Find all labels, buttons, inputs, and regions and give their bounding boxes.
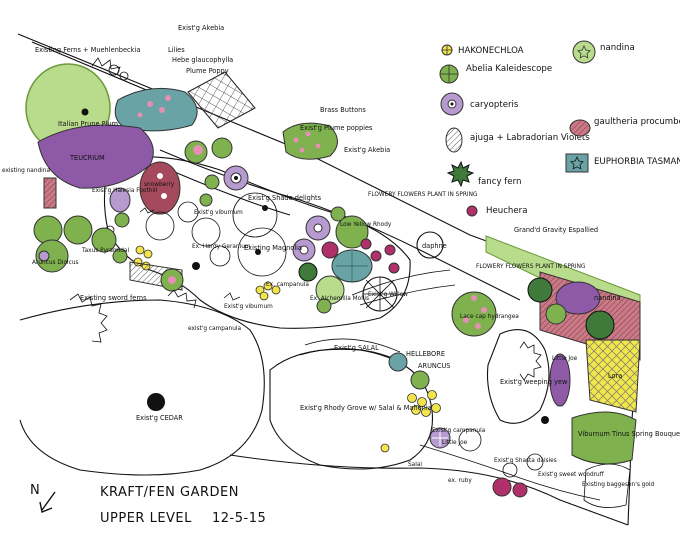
legend-item-fancy-fern: fancy fern [446, 160, 521, 188]
label-snowberry: snowberry [144, 182, 175, 188]
cedar-area [69, 289, 241, 411]
label-existing-campanula-lower: Exist'g campanula [432, 428, 486, 434]
label-existing-salal: Exist'g SALAL [334, 344, 379, 352]
label-existing-ferns: Existing Ferns + Muehlenbeckia [35, 46, 140, 54]
label-existing-magnolia: Existing Magnolia [244, 244, 302, 252]
north-label: N [30, 483, 40, 498]
label-existing-willow: Exist'g Willow [368, 292, 408, 298]
label-aruncus: ARUNCUS [418, 362, 450, 370]
label-existing-halesia: Exist'g Halesia Foothill [92, 188, 158, 194]
label-ex-campanula: Ex. campanula [266, 282, 309, 288]
label-existing-sword-ferns: Existing sword ferns [80, 294, 147, 302]
label-existing-shasta: Exist'g Shasta daisies [494, 458, 557, 464]
title-date: 12-5-15 [212, 511, 266, 526]
central-right-bed [292, 206, 400, 314]
label-little-joe-2: Little Joe [442, 440, 468, 446]
lower-middle-beds [380, 341, 542, 453]
label-italian-prune: Italian Prune Plum [58, 120, 118, 128]
label-brass-buttons: Brass Buttons [320, 106, 366, 114]
label-existing-sweet: Exist'g sweet woodruff [538, 472, 605, 478]
legend-label-fancy-fern: fancy fern [478, 177, 521, 187]
legend: HAKONECHLOA Abelia Kaleidescope caryopte… [439, 40, 680, 217]
label-nandina-bed: nandina [594, 294, 621, 302]
legend-item-nandina: nandina [572, 40, 635, 64]
label-lilies: Lilies [168, 46, 185, 54]
title-block: N KRAFT/FEN GARDEN UPPER LEVEL 12-5-15 [30, 483, 266, 526]
label-daphne: daphne [422, 242, 447, 250]
label-flowery-2: FLOWERY FLOWERS PLANT IN SPRING [476, 264, 586, 270]
legend-label-ajuga: ajuga + Labradorian Violets [470, 133, 590, 143]
legend-label-gaultheria: gaultheria procumbens [594, 117, 680, 127]
label-ex-alchemilla: Ex. Alchemilla Mollis [310, 296, 369, 302]
label-existing-cedar: Exist'g CEDAR [136, 414, 183, 422]
legend-item-caryopteris: caryopteris [440, 92, 519, 116]
legend-label-heuchera: Heuchera [486, 206, 527, 216]
top-left-bed [25, 57, 256, 209]
label-plume-poppy: Plume Poppy [186, 67, 229, 75]
label-hellebore: HELLEBORE [406, 350, 445, 358]
label-existing-weeping-yew: Exist'g weeping yew [500, 378, 568, 386]
label-existing-campanula: exist'g campanula [188, 326, 241, 332]
label-existing-plume-poppies: Exist'g Plume poppies [300, 124, 373, 132]
legend-item-ajuga: ajuga + Labradorian Violets [445, 127, 590, 153]
label-existing-nandina: existing nandina [2, 168, 50, 174]
legend-item-euphorbia: EUPHORBIA TASMANIAN TIGER [565, 153, 680, 173]
label-grand-gravity: Grand'd Gravity Espallied [514, 226, 598, 234]
label-teucrium: TEUCRIUM [69, 154, 105, 162]
legend-item-gaultheria: gaultheria procumbens [569, 117, 680, 137]
label-fern-hydrangea: Lace cap hydrangea [460, 314, 519, 320]
label-ex-hardy: Ex. Hardy Geranium [192, 244, 251, 250]
label-existing-baggesens: Existing baggesen's gold [582, 482, 655, 488]
central-left-bed [33, 137, 287, 301]
label-aruncus-dioicus: Aruncus Dioicus [32, 260, 79, 266]
label-ex-ruby: ex. ruby [448, 478, 472, 484]
legend-label-abelia: Abelia Kaleidescope [466, 64, 552, 74]
label-little-joe-1: Little Joe [552, 356, 578, 362]
legend-label-hakonechloa: HAKONECHLOA [458, 46, 524, 56]
label-low-yellow: Low Yellow Rhody [340, 222, 392, 228]
title-line2: UPPER LEVEL [100, 511, 192, 526]
legend-label-caryopteris: caryopteris [470, 100, 519, 110]
right-side-beds [458, 271, 641, 508]
label-existing-akebia-top: Exist'g Akebia [178, 24, 224, 32]
legend-item-heuchera: Heuchera [466, 205, 527, 217]
label-flowery-1: FLOWERY FLOWERS PLANT IN SPRING [368, 192, 478, 198]
label-salal: Salal [408, 462, 422, 468]
title-line1: KRAFT/FEN GARDEN [100, 485, 239, 500]
label-viburnum-tinus: Viburnum Tinus Spring Bouquet [578, 430, 680, 438]
label-existing-akebia-mid: Exist'g Akebia [344, 146, 390, 154]
north-arrow [39, 491, 56, 513]
label-hebe: Hebe glaucophylla [172, 56, 233, 64]
label-existing-viburnum-lower: Exist'g viburnum [224, 304, 273, 310]
plan-labels: Exist'g Akebia Existing Ferns + Muehlenb… [2, 24, 680, 488]
label-taxus: Taxus Pyramidal [81, 248, 129, 254]
legend-item-abelia: Abelia Kaleidescope [439, 64, 552, 84]
label-existing-viburnum: Exist'g viburnum [194, 210, 243, 216]
label-existing-shade: Exist'g Shade delights [248, 194, 322, 202]
legend-label-nandina: nandina [600, 43, 635, 53]
legend-item-hakonechloa: HAKONECHLOA [441, 44, 524, 56]
label-existing-rhody: Exist'g Rhody Grove w/ Salal & Mahonia [300, 404, 432, 412]
legend-label-euphorbia: EUPHORBIA TASMANIAN TIGER [594, 157, 680, 167]
label-loropetalum: Lora [608, 372, 622, 380]
